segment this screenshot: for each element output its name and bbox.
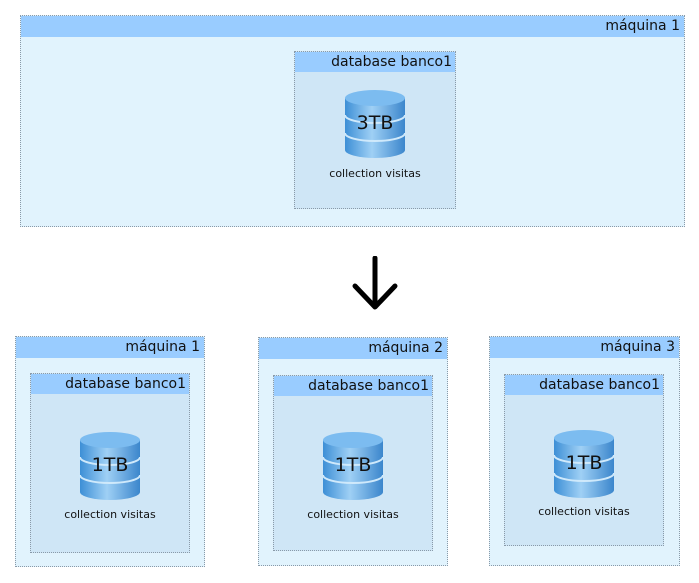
machine-1: máquina 1 database banco1 1TB collection… <box>15 336 205 567</box>
size-label: 1TB <box>334 454 372 476</box>
database-title: database banco1 <box>505 375 663 395</box>
database-box: database banco1 1TB collection visitas <box>273 375 433 551</box>
database-cylinder-icon: 1TB <box>321 430 385 502</box>
down-arrow-icon <box>352 256 398 310</box>
database-title: database banco1 <box>31 374 189 394</box>
size-label: 3TB <box>356 112 394 134</box>
size-label: 1TB <box>565 452 603 474</box>
machine-title: máquina 3 <box>490 337 679 358</box>
machine-title: máquina 1 <box>21 16 684 37</box>
machine-before: máquina 1 database banco1 3TB collection… <box>20 15 685 227</box>
collection-label: collection visitas <box>538 505 630 518</box>
collection-label: collection visitas <box>64 508 156 521</box>
size-label: 1TB <box>91 454 129 476</box>
database-title: database banco1 <box>295 52 455 72</box>
database-box: database banco1 3TB collection visitas <box>294 51 456 209</box>
database-box: database banco1 1TB collection visitas <box>30 373 190 553</box>
database-cylinder-icon: 3TB <box>343 88 407 160</box>
collection-label: collection visitas <box>307 508 399 521</box>
database-cylinder-icon: 1TB <box>552 428 616 500</box>
database-box: database banco1 1TB collection visitas <box>504 374 664 546</box>
collection-label: collection visitas <box>329 167 421 180</box>
machine-3: máquina 3 database banco1 1TB collection… <box>489 336 680 566</box>
machine-title: máquina 1 <box>16 337 204 358</box>
machine-2: máquina 2 database banco1 1TB collection… <box>258 337 448 566</box>
database-cylinder-icon: 1TB <box>78 430 142 502</box>
machine-title: máquina 2 <box>259 338 447 359</box>
database-title: database banco1 <box>274 376 432 396</box>
